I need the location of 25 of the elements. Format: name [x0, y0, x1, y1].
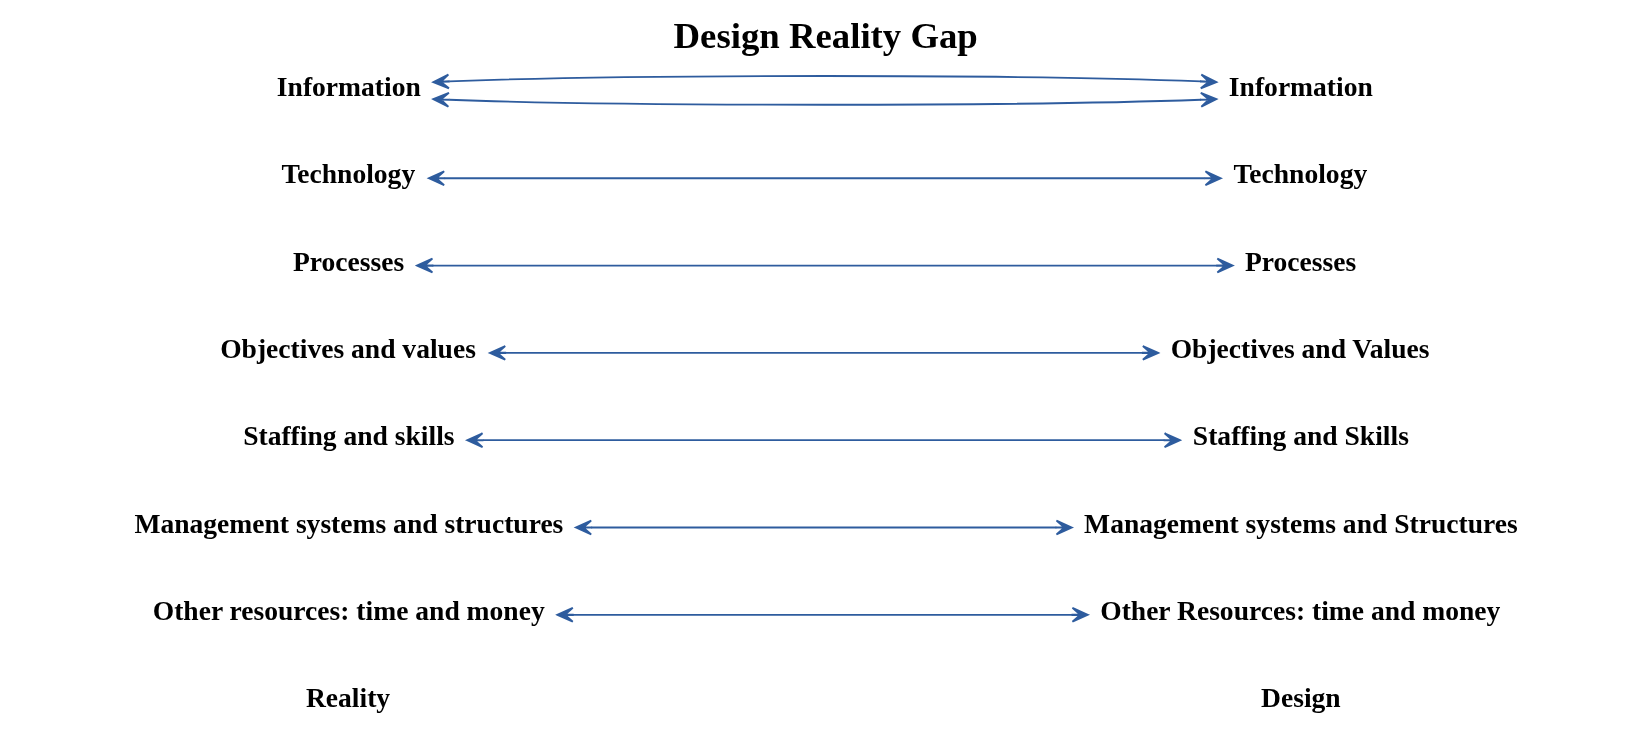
- arrow: [466, 432, 1181, 448]
- node-text: Staffing and skills: [243, 420, 455, 452]
- arrow: [574, 519, 1073, 536]
- node-text: Other Resources: time and money: [1100, 595, 1501, 627]
- node-text: Other resources: time and money: [152, 595, 545, 627]
- node-text: Management systems and Structures: [1084, 507, 1518, 539]
- arrow: [488, 345, 1160, 361]
- node-text: Objectives and Values: [1170, 333, 1430, 365]
- arrow: [416, 257, 1234, 274]
- node-text: Information: [1228, 71, 1373, 103]
- node-text: Objectives and values: [220, 333, 476, 365]
- label: Design: [1261, 682, 1341, 714]
- node-text: Information: [276, 71, 421, 103]
- node-text: Staffing and Skills: [1192, 420, 1409, 452]
- arrow: [556, 607, 1089, 623]
- arrow: [432, 91, 1218, 108]
- node-text: Technology: [1233, 158, 1368, 190]
- node-text: Processes: [292, 245, 405, 277]
- arrow: [427, 170, 1222, 187]
- node-text: Management systems and structures: [134, 507, 564, 539]
- diagram-title: Design Reality Gap: [673, 15, 978, 57]
- label: Reality: [305, 682, 391, 714]
- node-text: Processes: [1244, 245, 1357, 277]
- node-text: Technology: [281, 158, 416, 190]
- arrow: [432, 73, 1218, 90]
